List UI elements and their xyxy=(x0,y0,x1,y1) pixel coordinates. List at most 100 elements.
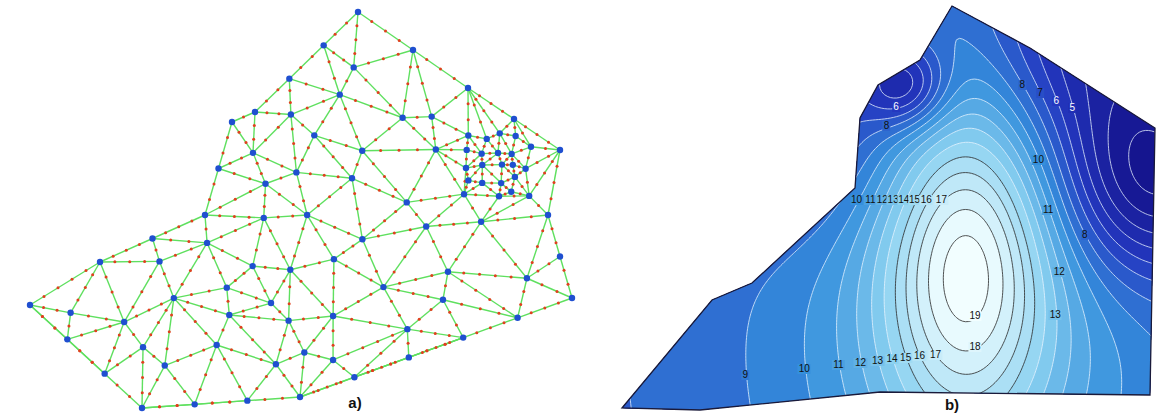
edge-dot xyxy=(434,332,437,335)
mesh-vertex xyxy=(460,334,466,340)
edge-dot xyxy=(388,127,391,130)
mesh-vertex xyxy=(528,144,534,150)
edge-dot xyxy=(332,51,335,54)
mesh-edge xyxy=(548,150,560,215)
edge-dot xyxy=(355,24,358,27)
mesh-vertex xyxy=(508,189,514,195)
edge-dot xyxy=(211,402,214,405)
triangulation-mesh xyxy=(27,9,575,411)
edge-dot xyxy=(176,404,179,407)
mesh-edge xyxy=(207,243,253,266)
mesh-edge xyxy=(255,79,289,112)
edge-dot xyxy=(413,188,416,191)
edge-dot xyxy=(259,232,262,235)
mesh-edge xyxy=(362,150,436,151)
mesh-edge xyxy=(333,316,407,329)
mesh-vertex xyxy=(202,212,208,218)
mesh-edge xyxy=(413,50,468,88)
edge-dot xyxy=(337,175,340,178)
contour-value: 10 xyxy=(1032,155,1045,165)
edge-dot xyxy=(380,366,383,369)
mesh-edge xyxy=(290,259,334,270)
contour-line xyxy=(610,0,1164,413)
mesh-vertex xyxy=(557,147,563,153)
edge-dot xyxy=(293,255,296,258)
edge-dot xyxy=(252,138,255,141)
contour-band xyxy=(610,0,1164,413)
mesh-edge xyxy=(409,338,463,358)
edge-dot xyxy=(189,354,192,357)
mesh-vertex xyxy=(191,401,197,407)
mesh-edge xyxy=(195,345,217,404)
edge-dot xyxy=(263,398,266,401)
edge-dot xyxy=(321,88,324,91)
edge-dot xyxy=(279,348,282,351)
edge-dot xyxy=(345,80,348,83)
edge-dot xyxy=(377,235,380,238)
edge-dot xyxy=(277,215,280,218)
edge-dot xyxy=(312,391,315,394)
mesh-vertex xyxy=(512,133,518,139)
edge-dot xyxy=(131,305,134,308)
mesh-vertex xyxy=(479,162,485,168)
edge-dot xyxy=(154,248,157,251)
edge-dot xyxy=(448,341,451,344)
mesh-edge xyxy=(307,178,352,215)
edge-dot xyxy=(323,174,326,177)
edge-dot xyxy=(486,194,489,197)
edge-dot xyxy=(543,171,546,174)
edge-dot xyxy=(345,144,348,147)
mesh-vertex xyxy=(423,223,429,229)
contour-band xyxy=(906,173,1025,396)
mesh-edge xyxy=(383,287,407,329)
edge-dot xyxy=(398,149,401,152)
edge-dot xyxy=(321,303,324,306)
mesh-edge xyxy=(307,215,334,259)
mesh-edge xyxy=(253,266,271,303)
edge-dot xyxy=(453,178,456,181)
edge-dot xyxy=(500,172,503,175)
mesh-edge xyxy=(71,262,100,313)
edge-dot xyxy=(473,150,476,153)
mesh-vertex xyxy=(140,344,146,350)
contour-value: 12 xyxy=(854,358,867,368)
edge-dot xyxy=(205,227,208,230)
edge-dot xyxy=(383,219,386,222)
edge-dot xyxy=(382,57,385,60)
edge-dot xyxy=(299,66,302,69)
edge-dot xyxy=(517,160,520,163)
mesh-edge xyxy=(142,347,143,408)
edge-dot xyxy=(438,224,441,227)
edge-dot xyxy=(530,215,533,218)
edge-dot xyxy=(490,102,493,105)
edge-dot xyxy=(374,138,377,141)
mesh-edge xyxy=(340,95,403,118)
mesh-edge xyxy=(362,151,407,203)
edge-dot xyxy=(368,254,371,257)
mesh-edge xyxy=(205,184,266,215)
edge-dot xyxy=(117,306,120,309)
mesh-edge xyxy=(500,133,512,154)
edge-dot xyxy=(312,339,315,342)
mesh-edge xyxy=(333,329,407,360)
contour-map xyxy=(600,0,1164,413)
edge-dot xyxy=(248,216,251,219)
edge-dot xyxy=(460,279,463,282)
contour-band xyxy=(917,190,1014,375)
edge-dot xyxy=(260,172,263,175)
edge-dot xyxy=(228,400,231,403)
mesh-edge xyxy=(227,288,271,303)
edge-dot xyxy=(377,91,380,94)
edge-dot xyxy=(551,160,554,163)
edge-dot xyxy=(474,193,477,196)
edge-dot xyxy=(129,354,132,357)
mesh-vertex xyxy=(510,162,516,168)
mesh-vertex xyxy=(522,165,528,171)
mesh-vertex xyxy=(557,253,563,259)
edge-dot xyxy=(263,194,266,197)
edge-dot xyxy=(474,98,477,101)
mesh-edge xyxy=(124,322,143,347)
mesh-edge xyxy=(100,262,124,322)
mesh-edge xyxy=(314,95,339,136)
edge-dot xyxy=(494,274,497,277)
